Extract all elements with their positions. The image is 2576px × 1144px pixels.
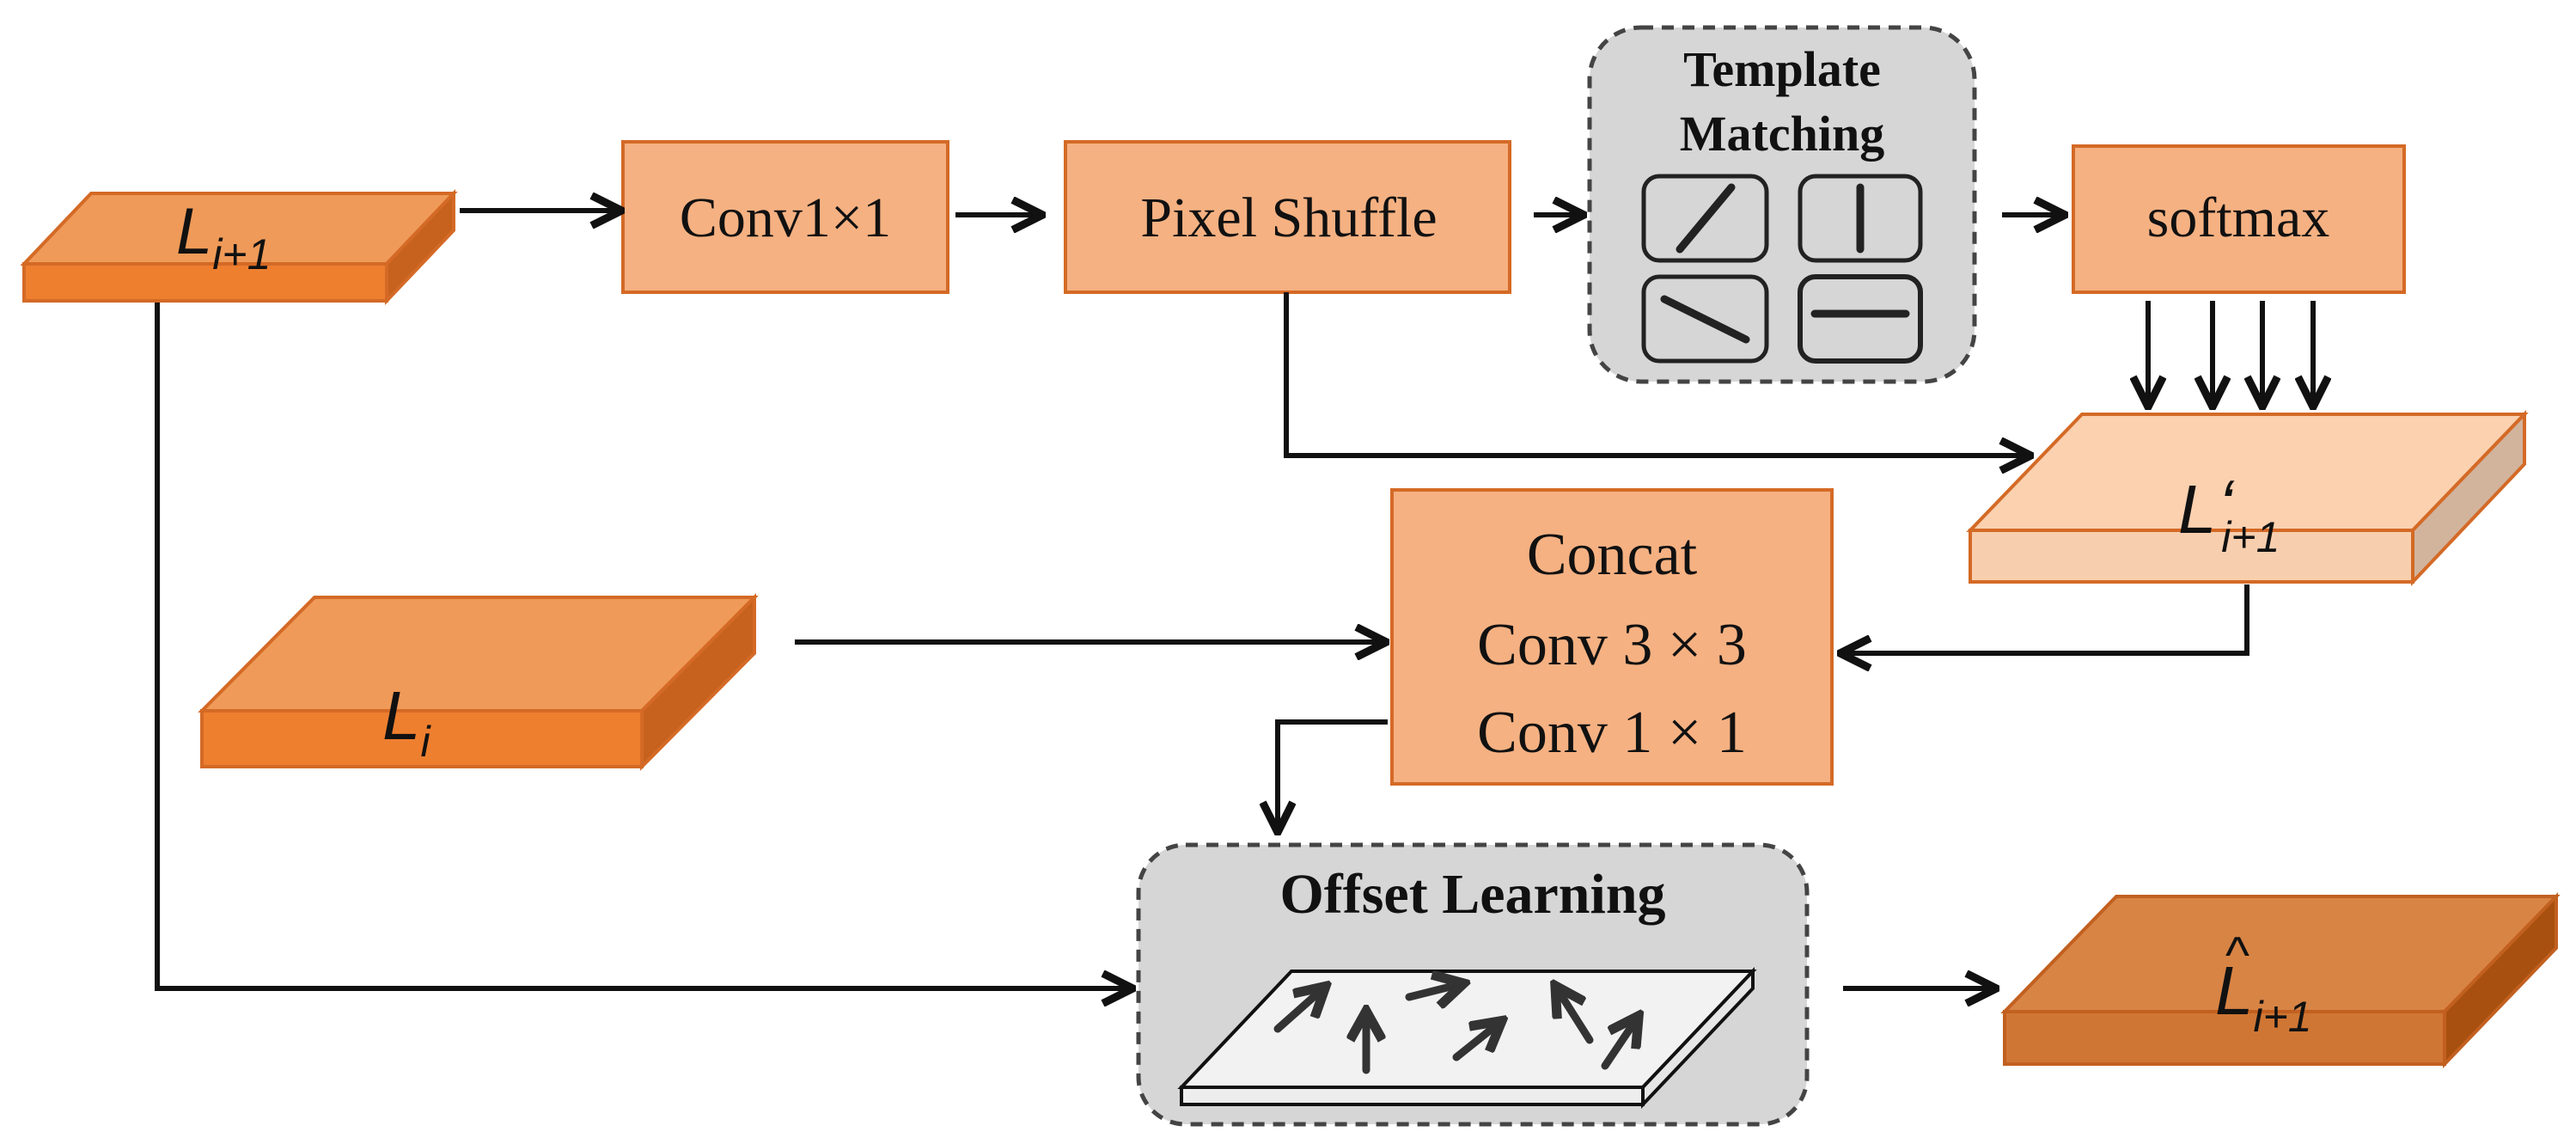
tensor-l-prime-i-plus-1: L‘i+1: [1966, 410, 2529, 587]
offset-learning-module: Offset Learning: [1136, 842, 1810, 1127]
tensor-l-i: Li: [198, 593, 759, 771]
softmax-box: softmax: [2072, 144, 2406, 294]
kernel-diagonal-down-icon: [1641, 274, 1769, 364]
conv1x1-second-label: Conv 1 × 1: [1477, 700, 1747, 766]
offset-learning-title: Offset Learning: [1279, 863, 1665, 926]
tensor-l-hat-i-plus-1: ^ Li+1: [2000, 892, 2561, 1068]
template-matching-title-line1: Template: [1683, 41, 1881, 97]
pixel-shuffle-label: Pixel Shuffle: [1140, 187, 1437, 249]
template-matching-title-line2: Matching: [1680, 106, 1884, 162]
tensor-l-hat-label: Li+1: [2215, 952, 2312, 1041]
tensor-l-i-plus-1: Li+1: [20, 188, 458, 306]
concat-label: Concat: [1527, 522, 1698, 588]
kernel-horizontal-icon: [1798, 274, 1923, 364]
arrow-lprime-to-concat: [1843, 584, 2249, 653]
concat-conv-box: Concat Conv 3 × 3 Conv 1 × 1: [1390, 488, 1834, 786]
tensor-l-hat-hat: ^: [2225, 927, 2249, 984]
arrow-concat-to-offset: [1278, 719, 1388, 829]
softmax-label: softmax: [2147, 187, 2330, 249]
kernel-diagonal-up-icon: [1641, 174, 1769, 263]
conv3x3-label: Conv 3 × 3: [1477, 612, 1747, 678]
tensor-l-prime-label: L‘i+1: [2178, 466, 2280, 561]
template-matching-module: Template Matching: [1587, 25, 1977, 384]
conv1x1-box: Conv1×1: [621, 140, 949, 294]
offset-arrows-icon: [1273, 984, 1637, 1074]
tensor-l-i-plus-1-label: Li+1: [176, 195, 271, 278]
tensor-l-i-label: Li: [382, 677, 432, 766]
arrow-pixelshuffle-to-lprime: [1284, 292, 2028, 456]
conv1x1-label: Conv1×1: [680, 187, 891, 249]
kernel-vertical-icon: [1798, 174, 1923, 263]
connectors: [155, 211, 2313, 988]
pixel-shuffle-box: Pixel Shuffle: [1064, 140, 1511, 294]
arrow-l-to-offset: [155, 303, 1130, 988]
